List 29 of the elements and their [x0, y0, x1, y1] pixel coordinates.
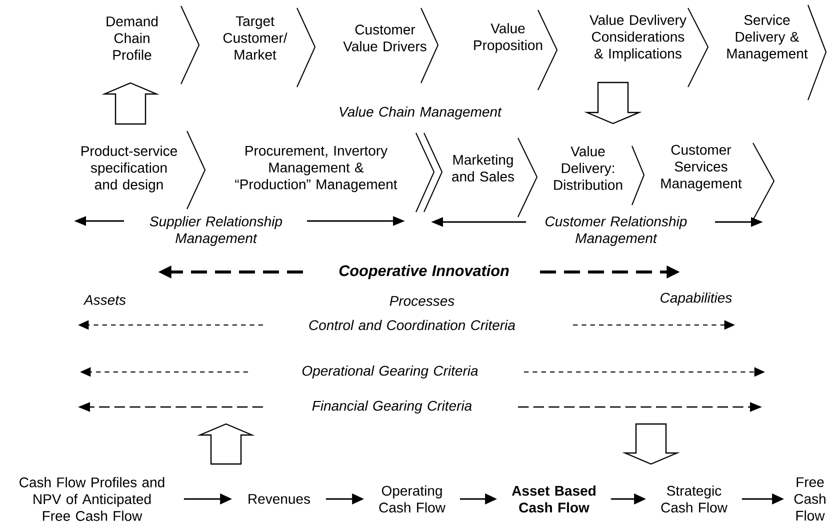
step-text: Customer Value Drivers — [343, 24, 426, 52]
step-text: Target Customer/ Market — [223, 16, 288, 60]
block-arrow — [102, 82, 160, 125]
step-text: Asset Based Cash Flow — [512, 485, 596, 513]
step-text: Revenues — [248, 494, 310, 504]
label-text: Financial Gearing Criteria — [312, 400, 472, 414]
step-text: Customer Services Management — [661, 144, 742, 192]
label-text: Assets — [83, 295, 126, 305]
block-arrow — [584, 82, 642, 124]
label-text: Processes — [390, 296, 454, 306]
step-text: Demand Chain Profile — [106, 16, 158, 60]
step-text: Value Delivery: Distribution — [554, 146, 622, 190]
step-text: Product-service specification and design — [82, 146, 177, 192]
step-text: Marketing and Sales — [452, 154, 514, 182]
label-text: Operational Gearing Criteria — [302, 365, 478, 379]
step-text: Operating Cash Flow — [379, 485, 446, 513]
label-text: Control and Coordination Criteria — [309, 320, 515, 330]
step-text: Cash Flow Profiles and NPV of Anticipated Free Cash Flow — [20, 477, 164, 521]
step-text: Free Cash Flow — [794, 477, 826, 521]
step-text: Service Delivery & Management — [727, 14, 808, 62]
label-text: Cooperative Innovation — [339, 264, 509, 280]
step-text: Value Proposition — [474, 23, 542, 53]
step-text: Value Devlivery Considerations & Implications — [590, 14, 686, 62]
label-text: Value Chain Management — [340, 106, 502, 120]
label-text: Supplier Relationship Management — [150, 216, 282, 246]
step-text: Strategic Cash Flow — [661, 485, 728, 513]
label-text: Customer Relationship Management — [546, 216, 687, 246]
step-text: Procurement, Invertory Management & “Production” Management — [235, 146, 398, 192]
label-text: Capabilities — [660, 292, 732, 306]
